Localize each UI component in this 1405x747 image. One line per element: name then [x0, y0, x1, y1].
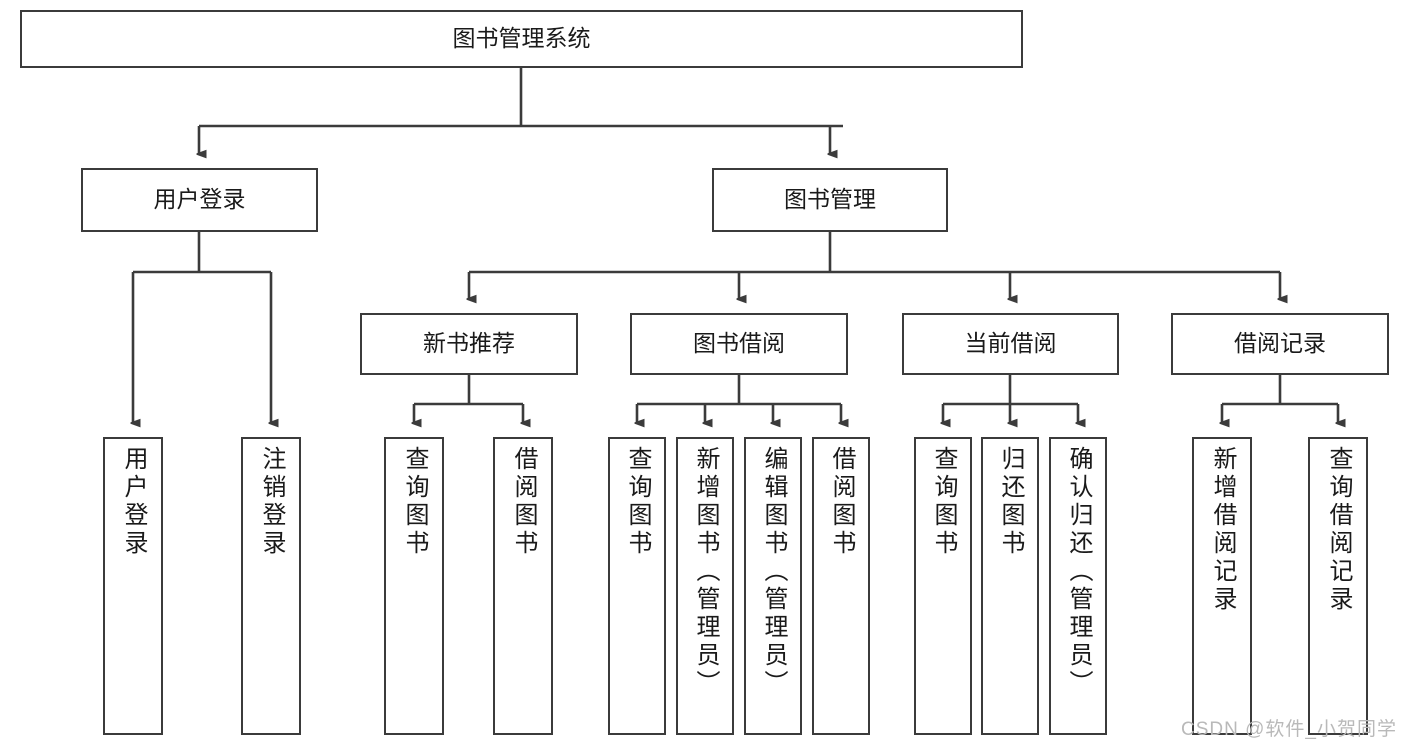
node-leaf-add-book-admin[interactable]: 新增图书（管理员）	[676, 437, 734, 735]
node-label: 查询图书	[930, 446, 957, 558]
node-label: 编辑图书（管理员）	[760, 446, 787, 698]
node-leaf-borrow-book[interactable]: 借阅图书	[812, 437, 870, 735]
node-leaf-query-borrow-record[interactable]: 查询借阅记录	[1308, 437, 1368, 735]
node-label: 当前借阅	[964, 330, 1057, 357]
node-leaf-edit-book-admin[interactable]: 编辑图书（管理员）	[744, 437, 802, 735]
node-root-book-management-system[interactable]: 图书管理系统	[20, 10, 1023, 68]
node-label: 注销登录	[258, 446, 285, 558]
node-label: 图书管理系统	[452, 25, 591, 52]
watermark-text: CSDN @软件_小贺同学	[1181, 719, 1397, 740]
node-label: 确认归还（管理员）	[1065, 446, 1092, 698]
node-label: 用户登录	[153, 186, 246, 213]
node-label: 用户登录	[120, 446, 147, 558]
node-label: 归还图书	[997, 446, 1024, 558]
node-leaf-confirm-return-admin[interactable]: 确认归还（管理员）	[1049, 437, 1107, 735]
node-current-borrow[interactable]: 当前借阅	[902, 313, 1119, 375]
node-borrow-record[interactable]: 借阅记录	[1171, 313, 1389, 375]
node-label: 图书借阅	[693, 330, 785, 357]
node-leaf-query-book-borrow[interactable]: 查询图书	[608, 437, 666, 735]
node-label: 借阅图书	[510, 446, 537, 558]
node-label: 借阅图书	[828, 446, 855, 558]
node-leaf-borrow-book-recommend[interactable]: 借阅图书	[493, 437, 553, 735]
node-label: 查询图书	[624, 446, 651, 558]
node-label: 新增图书（管理员）	[692, 446, 719, 698]
node-leaf-user-login[interactable]: 用户登录	[103, 437, 163, 735]
node-label: 图书管理	[784, 186, 876, 213]
node-label: 新书推荐	[423, 330, 515, 357]
node-new-book-recommend[interactable]: 新书推荐	[360, 313, 578, 375]
node-label: 借阅记录	[1234, 330, 1326, 357]
node-leaf-query-book-recommend[interactable]: 查询图书	[384, 437, 444, 735]
node-leaf-logout-login[interactable]: 注销登录	[241, 437, 301, 735]
node-leaf-query-book-current[interactable]: 查询图书	[914, 437, 972, 735]
node-label: 查询图书	[401, 446, 428, 558]
node-leaf-add-borrow-record[interactable]: 新增借阅记录	[1192, 437, 1252, 735]
node-book-management[interactable]: 图书管理	[712, 168, 948, 232]
node-book-borrow[interactable]: 图书借阅	[630, 313, 848, 375]
node-label: 查询借阅记录	[1325, 446, 1352, 614]
node-user-login[interactable]: 用户登录	[81, 168, 318, 232]
node-label: 新增借阅记录	[1209, 446, 1236, 614]
node-leaf-return-book[interactable]: 归还图书	[981, 437, 1039, 735]
